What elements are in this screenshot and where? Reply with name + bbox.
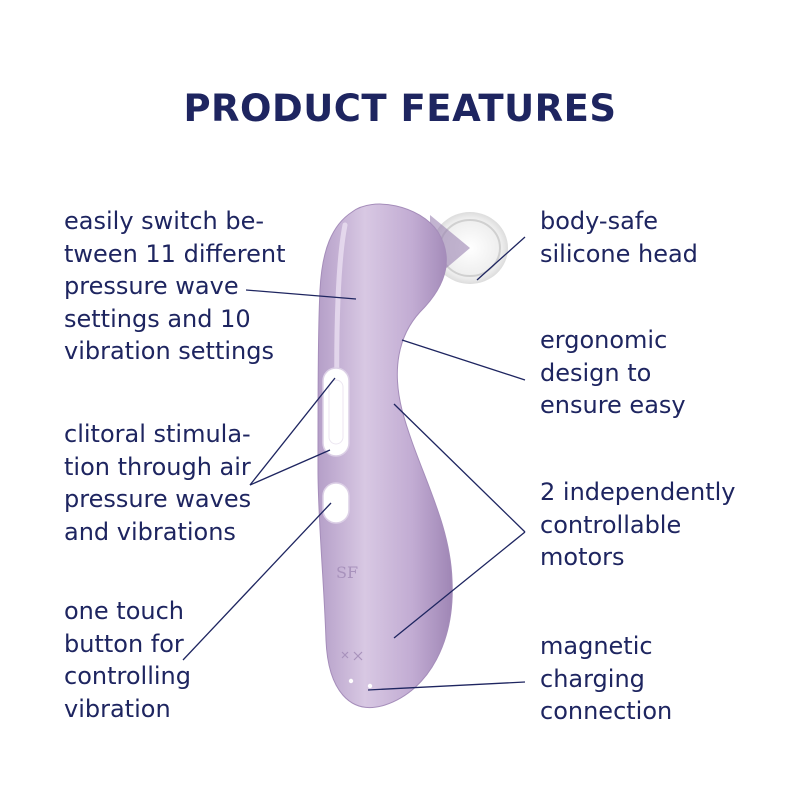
callout-lines: [182, 236, 526, 691]
charging-point-icon: [367, 683, 373, 689]
feature-motors: 2 independently controllable motors: [540, 478, 736, 571]
mode-button: [322, 367, 350, 457]
care-symbols-icon: [341, 651, 363, 661]
svg-text:SF: SF: [336, 563, 358, 582]
feature-one-touch-button: one touch button for controlling vibrati…: [64, 597, 191, 723]
feature-pressure-settings: easily switch be- tween 11 different pre…: [64, 207, 286, 365]
page-title: PRODUCT FEATURES: [183, 86, 617, 130]
vibration-button: [322, 482, 350, 524]
feature-silicone-head: body-safe silicone head: [540, 207, 698, 268]
device-body: [317, 203, 453, 708]
feature-magnetic-charging: magnetic charging connection: [540, 632, 673, 725]
silicone-head: [430, 212, 508, 284]
feature-ergonomic-design: ergonomic design to ensure easy: [540, 326, 686, 419]
feature-clitoral-stimulation: clitoral stimula- tion through air press…: [64, 420, 252, 546]
charging-point-icon: [348, 678, 354, 684]
brand-logo-icon: SF: [336, 563, 358, 582]
